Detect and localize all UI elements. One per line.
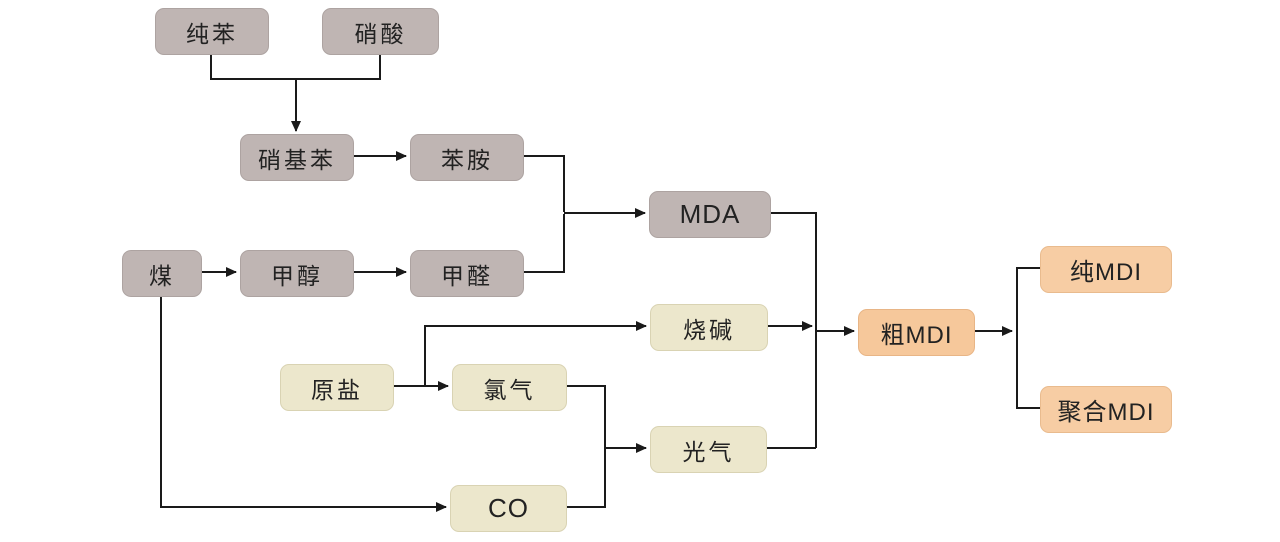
node-phosgene: 光气 xyxy=(650,426,767,473)
node-co: CO xyxy=(450,485,567,532)
edge-coal-co xyxy=(160,295,447,512)
node-polymeric-mdi: 聚合MDI xyxy=(1040,386,1172,433)
node-raw-salt-label: 原盐 xyxy=(311,376,363,403)
node-phosgene-label: 光气 xyxy=(682,438,735,465)
node-mda: MDA xyxy=(649,191,771,238)
node-formaldehyde: 甲醛 xyxy=(410,250,524,297)
node-aniline: 苯胺 xyxy=(410,134,524,181)
node-crude-mdi-label: 粗MDI xyxy=(880,322,953,349)
node-pure-benzene: 纯苯 xyxy=(155,8,269,55)
node-mda-label: MDA xyxy=(679,199,741,229)
node-nitric-acid: 硝酸 xyxy=(322,8,439,55)
node-methanol-label: 甲醇 xyxy=(271,262,323,289)
node-raw-salt: 原盐 xyxy=(280,364,394,411)
node-pure-benzene-label: 纯苯 xyxy=(186,20,238,47)
node-nitrobenzene: 硝基苯 xyxy=(240,134,354,181)
node-caustic-soda: 烧碱 xyxy=(650,304,768,351)
node-coal: 煤 xyxy=(122,250,202,297)
edge-rawsalt-causticsoda xyxy=(424,321,647,385)
node-crude-mdi: 粗MDI xyxy=(858,309,975,356)
node-methanol: 甲醇 xyxy=(240,250,354,297)
node-pure-mdi-label: 纯MDI xyxy=(1070,259,1142,286)
node-coal-label: 煤 xyxy=(149,262,175,289)
node-pure-mdi: 纯MDI xyxy=(1040,246,1172,293)
node-co-label: CO xyxy=(488,493,529,523)
node-aniline-label: 苯胺 xyxy=(441,146,493,173)
node-polymeric-mdi-label: 聚合MDI xyxy=(1057,399,1155,426)
node-nitric-acid-label: 硝酸 xyxy=(354,20,407,47)
node-formaldehyde-label: 甲醛 xyxy=(441,262,493,289)
node-caustic-soda-label: 烧碱 xyxy=(683,316,735,343)
edge-formaldehyde-junction xyxy=(522,214,565,273)
node-chlorine: 氯气 xyxy=(452,364,567,411)
node-nitrobenzene-label: 硝基苯 xyxy=(258,146,336,173)
edge-aniline-junction xyxy=(522,155,565,212)
node-chlorine-label: 氯气 xyxy=(483,376,536,403)
